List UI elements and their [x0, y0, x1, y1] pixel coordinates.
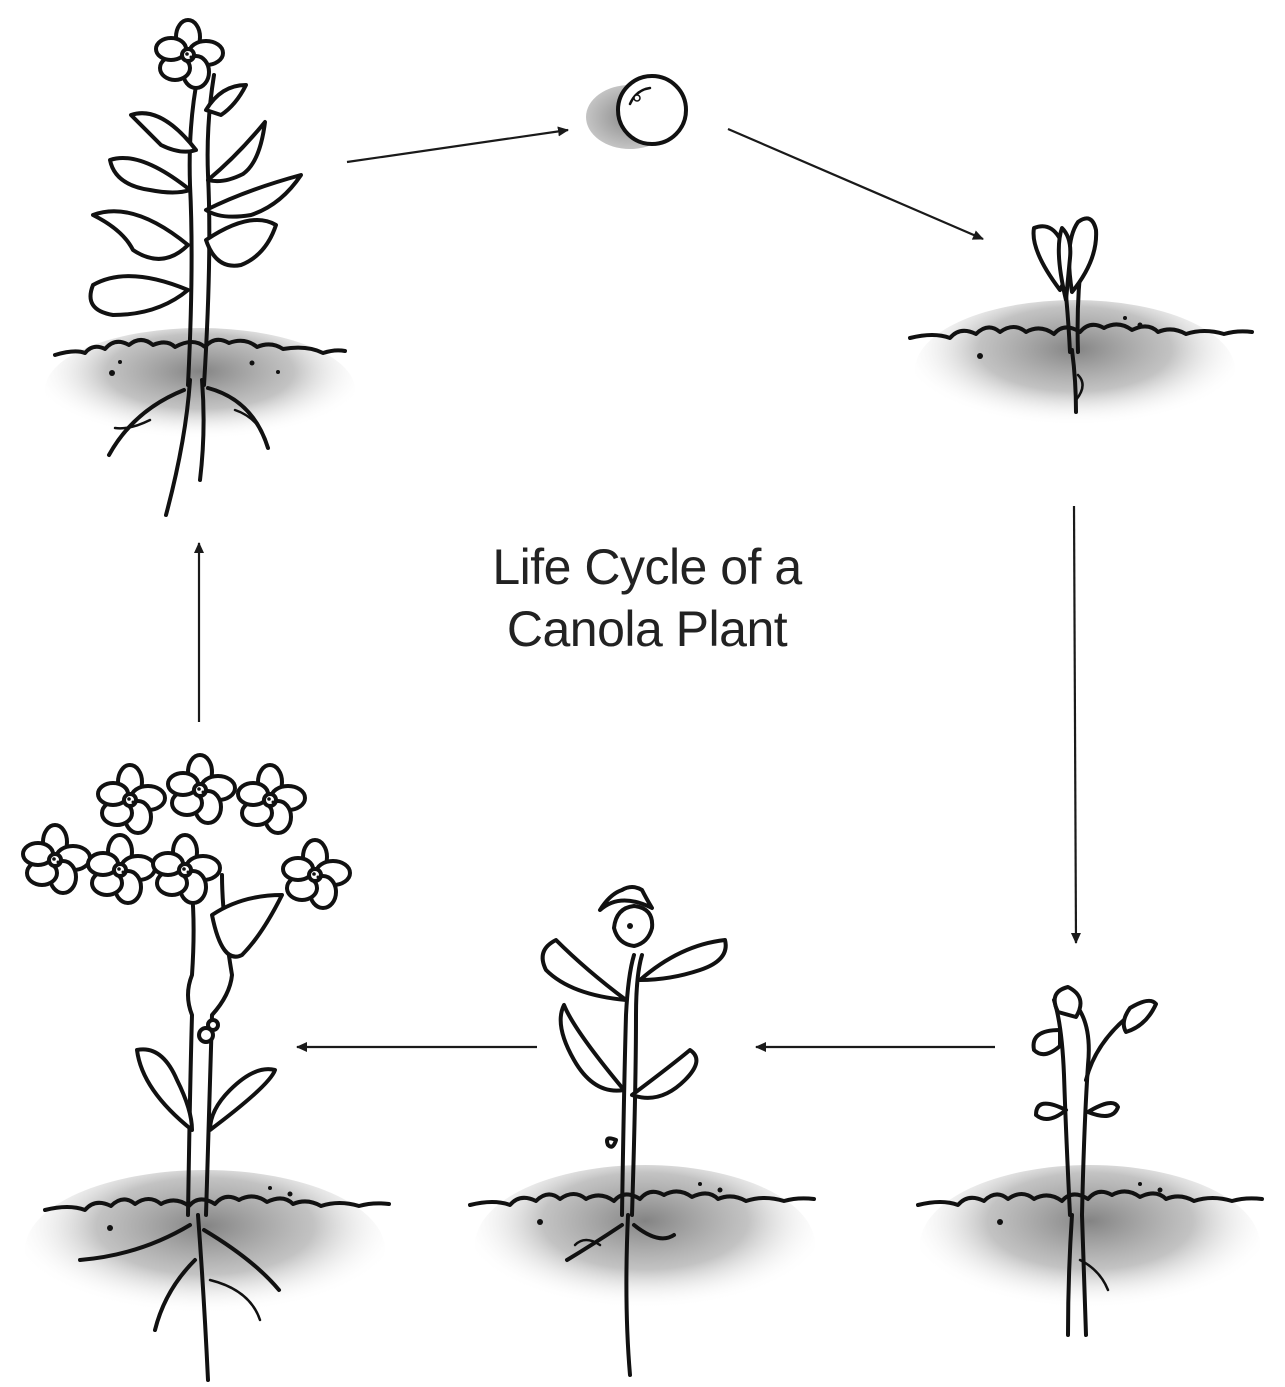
arrow-sprout-to-seedling [1074, 506, 1076, 943]
young-plant-illustration [470, 887, 815, 1375]
diagram-title-line-2: Canola Plant [397, 598, 897, 660]
diagram-title: Life Cycle of a Canola Plant [397, 536, 897, 660]
seed-illustration [586, 76, 686, 149]
flowering-plant-illustration [23, 755, 389, 1380]
diagram-title-line-1: Life Cycle of a [397, 536, 897, 598]
seedling-illustration [918, 987, 1262, 1335]
mature-plant-illustration [45, 20, 355, 515]
arrow-seed-to-sprout [728, 129, 983, 239]
sprout-illustration [910, 218, 1252, 440]
arrow-mature-to-seed [347, 130, 568, 162]
